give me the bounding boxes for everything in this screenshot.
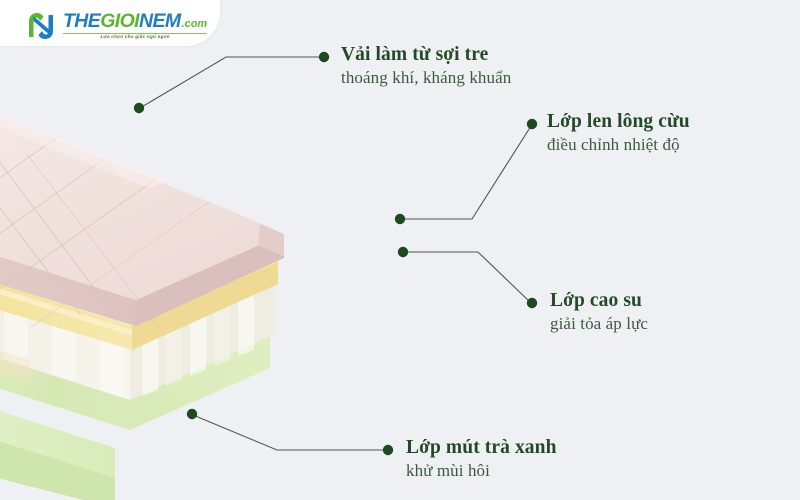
mattress-layers-illustration	[0, 38, 480, 500]
layer-latex	[0, 280, 275, 400]
thegioinem-n-logo-icon	[29, 12, 53, 39]
layer-bamboo-fabric	[0, 115, 284, 329]
wordmark-the: THE	[63, 9, 101, 32]
callout-subtitle: điều chỉnh nhiệt độ	[547, 135, 680, 154]
callout-subtitle: giải tỏa áp lực	[550, 314, 649, 333]
wordmark-gioi: GIOI	[100, 9, 139, 32]
callout-title: Lớp len lông cừu	[547, 111, 690, 132]
wordmark-nem: NEM	[138, 9, 181, 32]
callout-title: Lớp mút trà xanh	[406, 437, 557, 458]
callout-marker-wool-layer	[526, 118, 538, 130]
callout-bamboo-fabric: Vải làm từ sợi tre thoáng khí, kháng khu…	[341, 44, 511, 88]
brand-logo-badge[interactable]: THE GIOI NEM .com Lựa chọn cho giấc ngủ …	[0, 0, 220, 46]
callout-subtitle: thoáng khí, kháng khuẩn	[341, 68, 512, 87]
callout-title: Lớp cao su	[550, 290, 642, 311]
callout-wool-layer: Lớp len lông cừu điều chỉnh nhiệt độ	[547, 111, 690, 155]
layer-green-tea-foam	[0, 334, 270, 500]
callout-subtitle: khử mùi hôi	[406, 461, 490, 480]
callout-marker-latex-layer	[526, 297, 538, 309]
wordmark-com: .com	[181, 17, 208, 30]
callout-green-tea-foam: Lớp mút trà xanh khử mùi hôi	[406, 437, 557, 481]
brand-tagline: Lựa chọn cho giấc ngủ ngon	[63, 33, 208, 40]
callout-latex-layer: Lớp cao su giải tỏa áp lực	[550, 290, 648, 334]
callout-title: Vải làm từ sợi tre	[341, 44, 489, 65]
